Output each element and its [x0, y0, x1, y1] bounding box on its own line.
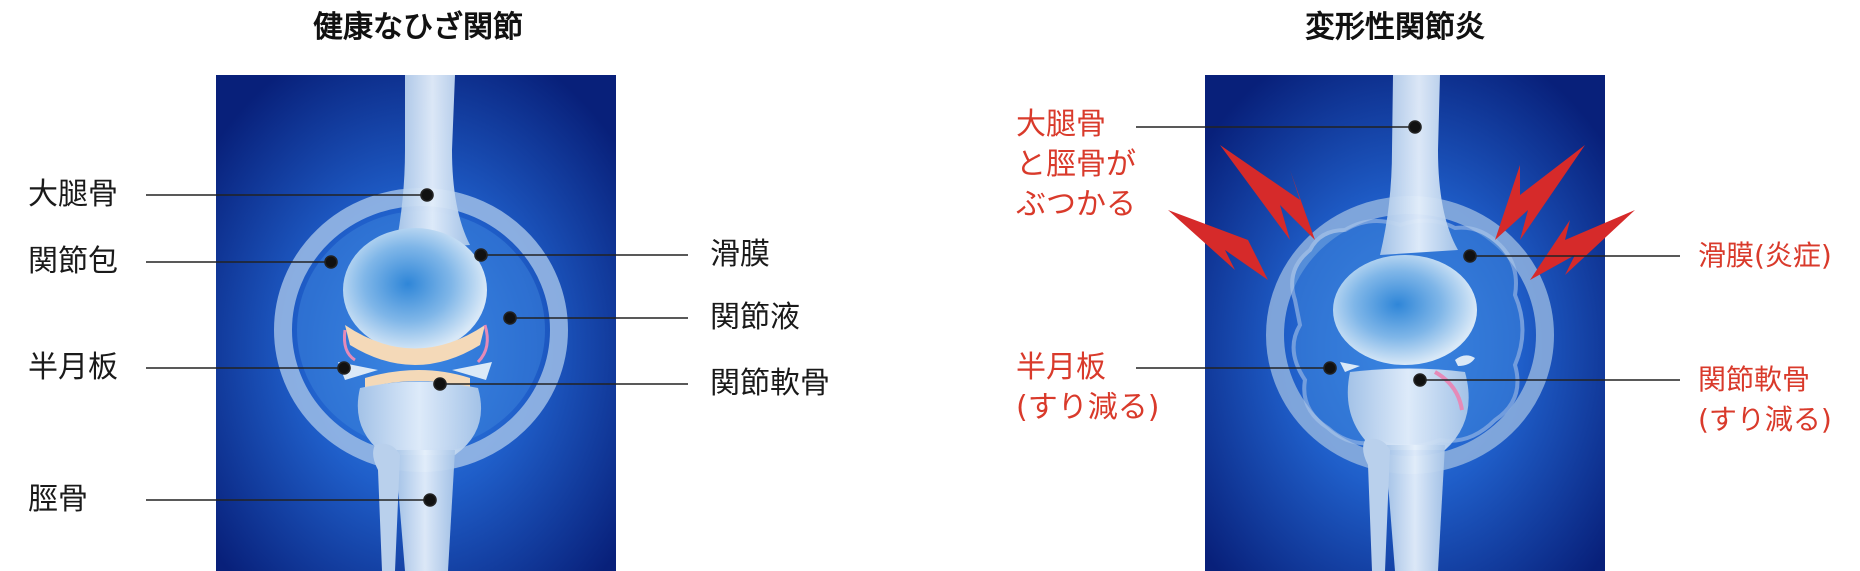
label-meniscus-worn: 半月板 (すり減る): [1016, 350, 1160, 425]
oa-femur-condyle: [1333, 255, 1477, 365]
healthy-knee-illustration: [216, 75, 616, 571]
oa-fibula: [1363, 438, 1390, 571]
oa-title: 変形性関節炎: [1305, 10, 1485, 45]
healthy-meniscus-right: [452, 362, 492, 380]
label-cartilage-worn: 関節軟骨 (すり減る): [1698, 363, 1832, 436]
label-tibia: 脛骨: [28, 482, 88, 517]
healthy-femur-cartilage: [345, 325, 485, 365]
oa-knee-illustration: [1168, 75, 1635, 571]
pain-bolt-icon-2: [1168, 210, 1268, 280]
oa-worn-meniscus-left: [1340, 362, 1360, 372]
pain-bolt-icon-1: [1220, 145, 1315, 240]
label-synovium-inflamed: 滑膜(炎症): [1698, 239, 1832, 272]
healthy-synovium-right: [476, 324, 489, 364]
healthy-title: 健康なひざ関節: [313, 10, 523, 45]
label-meniscus: 半月板: [28, 350, 118, 385]
healthy-fibula: [373, 443, 400, 571]
healthy-synovium-left: [343, 329, 356, 362]
oa-synovium-pink: [1433, 370, 1464, 411]
healthy-tibia-cartilage: [365, 370, 470, 388]
healthy-tibia-head: [357, 381, 482, 455]
pain-bolt-icon-4: [1530, 210, 1635, 280]
label-articular-cartilage: 関節軟骨: [710, 366, 830, 401]
oa-bone-fragment-right: [1455, 355, 1475, 366]
label-synovium: 滑膜: [710, 237, 770, 272]
healthy-femur-condyle: [343, 228, 487, 352]
pain-bolt-icon-3: [1495, 145, 1585, 240]
healthy-tibia-shaft: [395, 450, 455, 571]
oa-femur-shaft: [1380, 75, 1458, 255]
oa-tibia-shaft: [1385, 445, 1445, 571]
label-joint-capsule: 関節包: [28, 244, 118, 279]
label-synovial-fluid: 関節液: [710, 300, 800, 335]
label-bones-collide: 大腿骨 と脛骨が ぶつかる: [1016, 107, 1136, 222]
oa-leader-lines: [1136, 120, 1680, 387]
healthy-leader-lines: [146, 188, 688, 507]
healthy-femur-shaft: [395, 75, 470, 250]
oa-tibia-head: [1347, 368, 1469, 450]
label-femur: 大腿骨: [28, 177, 118, 212]
